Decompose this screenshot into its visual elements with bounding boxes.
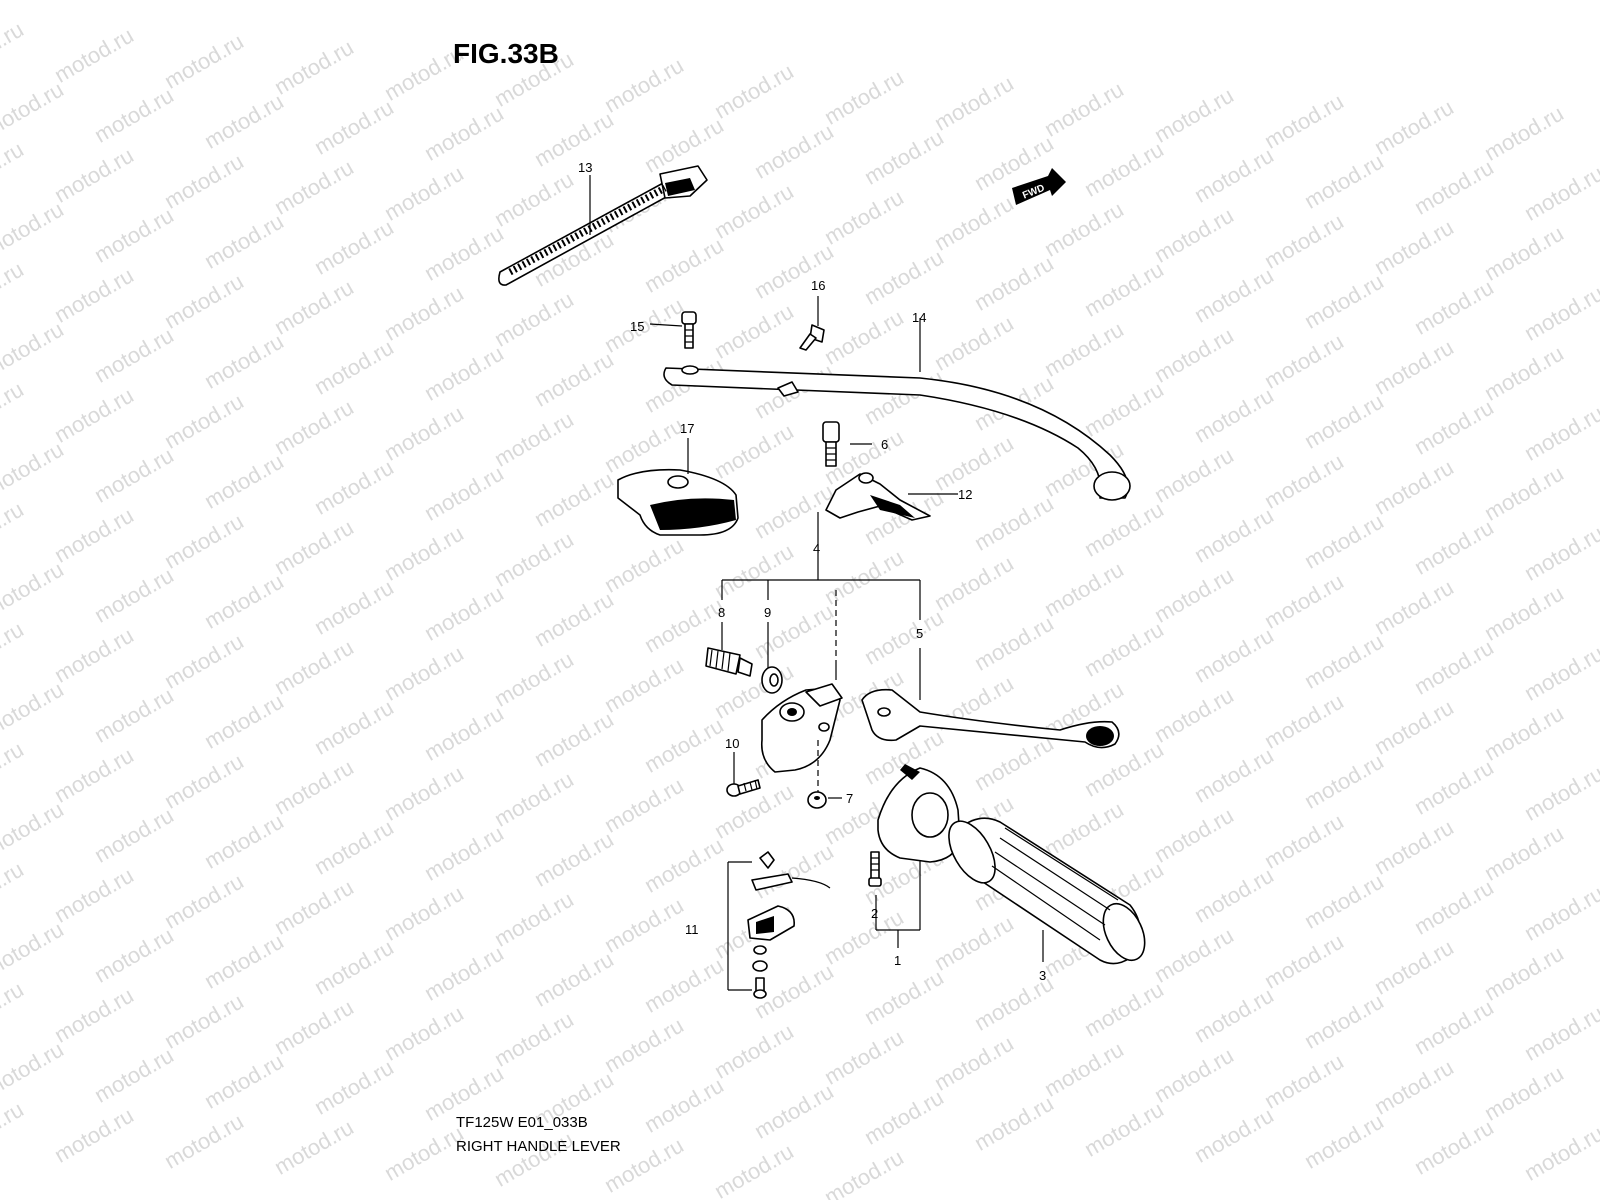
- part-3-grip[interactable]: [939, 814, 1153, 967]
- callout-6: 6: [881, 437, 888, 452]
- part-4-lever-holder[interactable]: [760, 683, 843, 773]
- model-code-caption: TF125W E01_033B: [456, 1114, 588, 1131]
- callout-17: 17: [680, 421, 694, 436]
- callout-14: 14: [912, 310, 926, 325]
- part-12-adjuster-bracket[interactable]: [825, 472, 931, 521]
- fwd-direction-marker: FWD: [1012, 168, 1066, 205]
- callout-1: 1: [894, 953, 901, 968]
- figure-title: FIG.33B: [453, 38, 559, 69]
- callout-7: 7: [846, 791, 853, 806]
- part-1-throttle-housing[interactable]: [877, 764, 961, 863]
- part-16-bolt[interactable]: [799, 324, 825, 351]
- callout-13: 13: [578, 160, 592, 175]
- callout-11: 11: [685, 922, 699, 937]
- part-2-screw[interactable]: [868, 851, 882, 887]
- callout-8: 8: [718, 605, 725, 620]
- callout-labels: 13 15 16 14 17 6 12 4 8 9 5 10 7 11 2 1 …: [578, 160, 1046, 983]
- callout-16: 16: [811, 278, 825, 293]
- part-9-lock-nut[interactable]: [761, 666, 783, 694]
- part-10-bolt[interactable]: [726, 779, 761, 797]
- callout-12: 12: [958, 487, 972, 502]
- part-11-switch-assembly[interactable]: [747, 851, 831, 999]
- callout-15: 15: [630, 319, 644, 334]
- callout-2: 2: [871, 906, 878, 921]
- part-6-bolt[interactable]: [822, 421, 840, 467]
- part-7-nut[interactable]: [807, 791, 827, 809]
- callout-9: 9: [764, 605, 771, 620]
- part-14-hand-guard-bar[interactable]: [663, 365, 1131, 501]
- part-17-lever-cover[interactable]: [617, 468, 739, 536]
- callout-4: 4: [813, 541, 820, 556]
- callout-3: 3: [1039, 968, 1046, 983]
- part-5-lever[interactable]: [861, 688, 1120, 749]
- callout-10: 10: [725, 736, 739, 751]
- callout-5: 5: [916, 626, 923, 641]
- figure-caption-title: RIGHT HANDLE LEVER: [456, 1138, 621, 1155]
- part-15-bolt[interactable]: [681, 311, 697, 349]
- part-13-cable-tie[interactable]: [498, 165, 708, 286]
- leader-lines: [589, 175, 1044, 991]
- part-8-adjuster-bolt[interactable]: [705, 647, 753, 677]
